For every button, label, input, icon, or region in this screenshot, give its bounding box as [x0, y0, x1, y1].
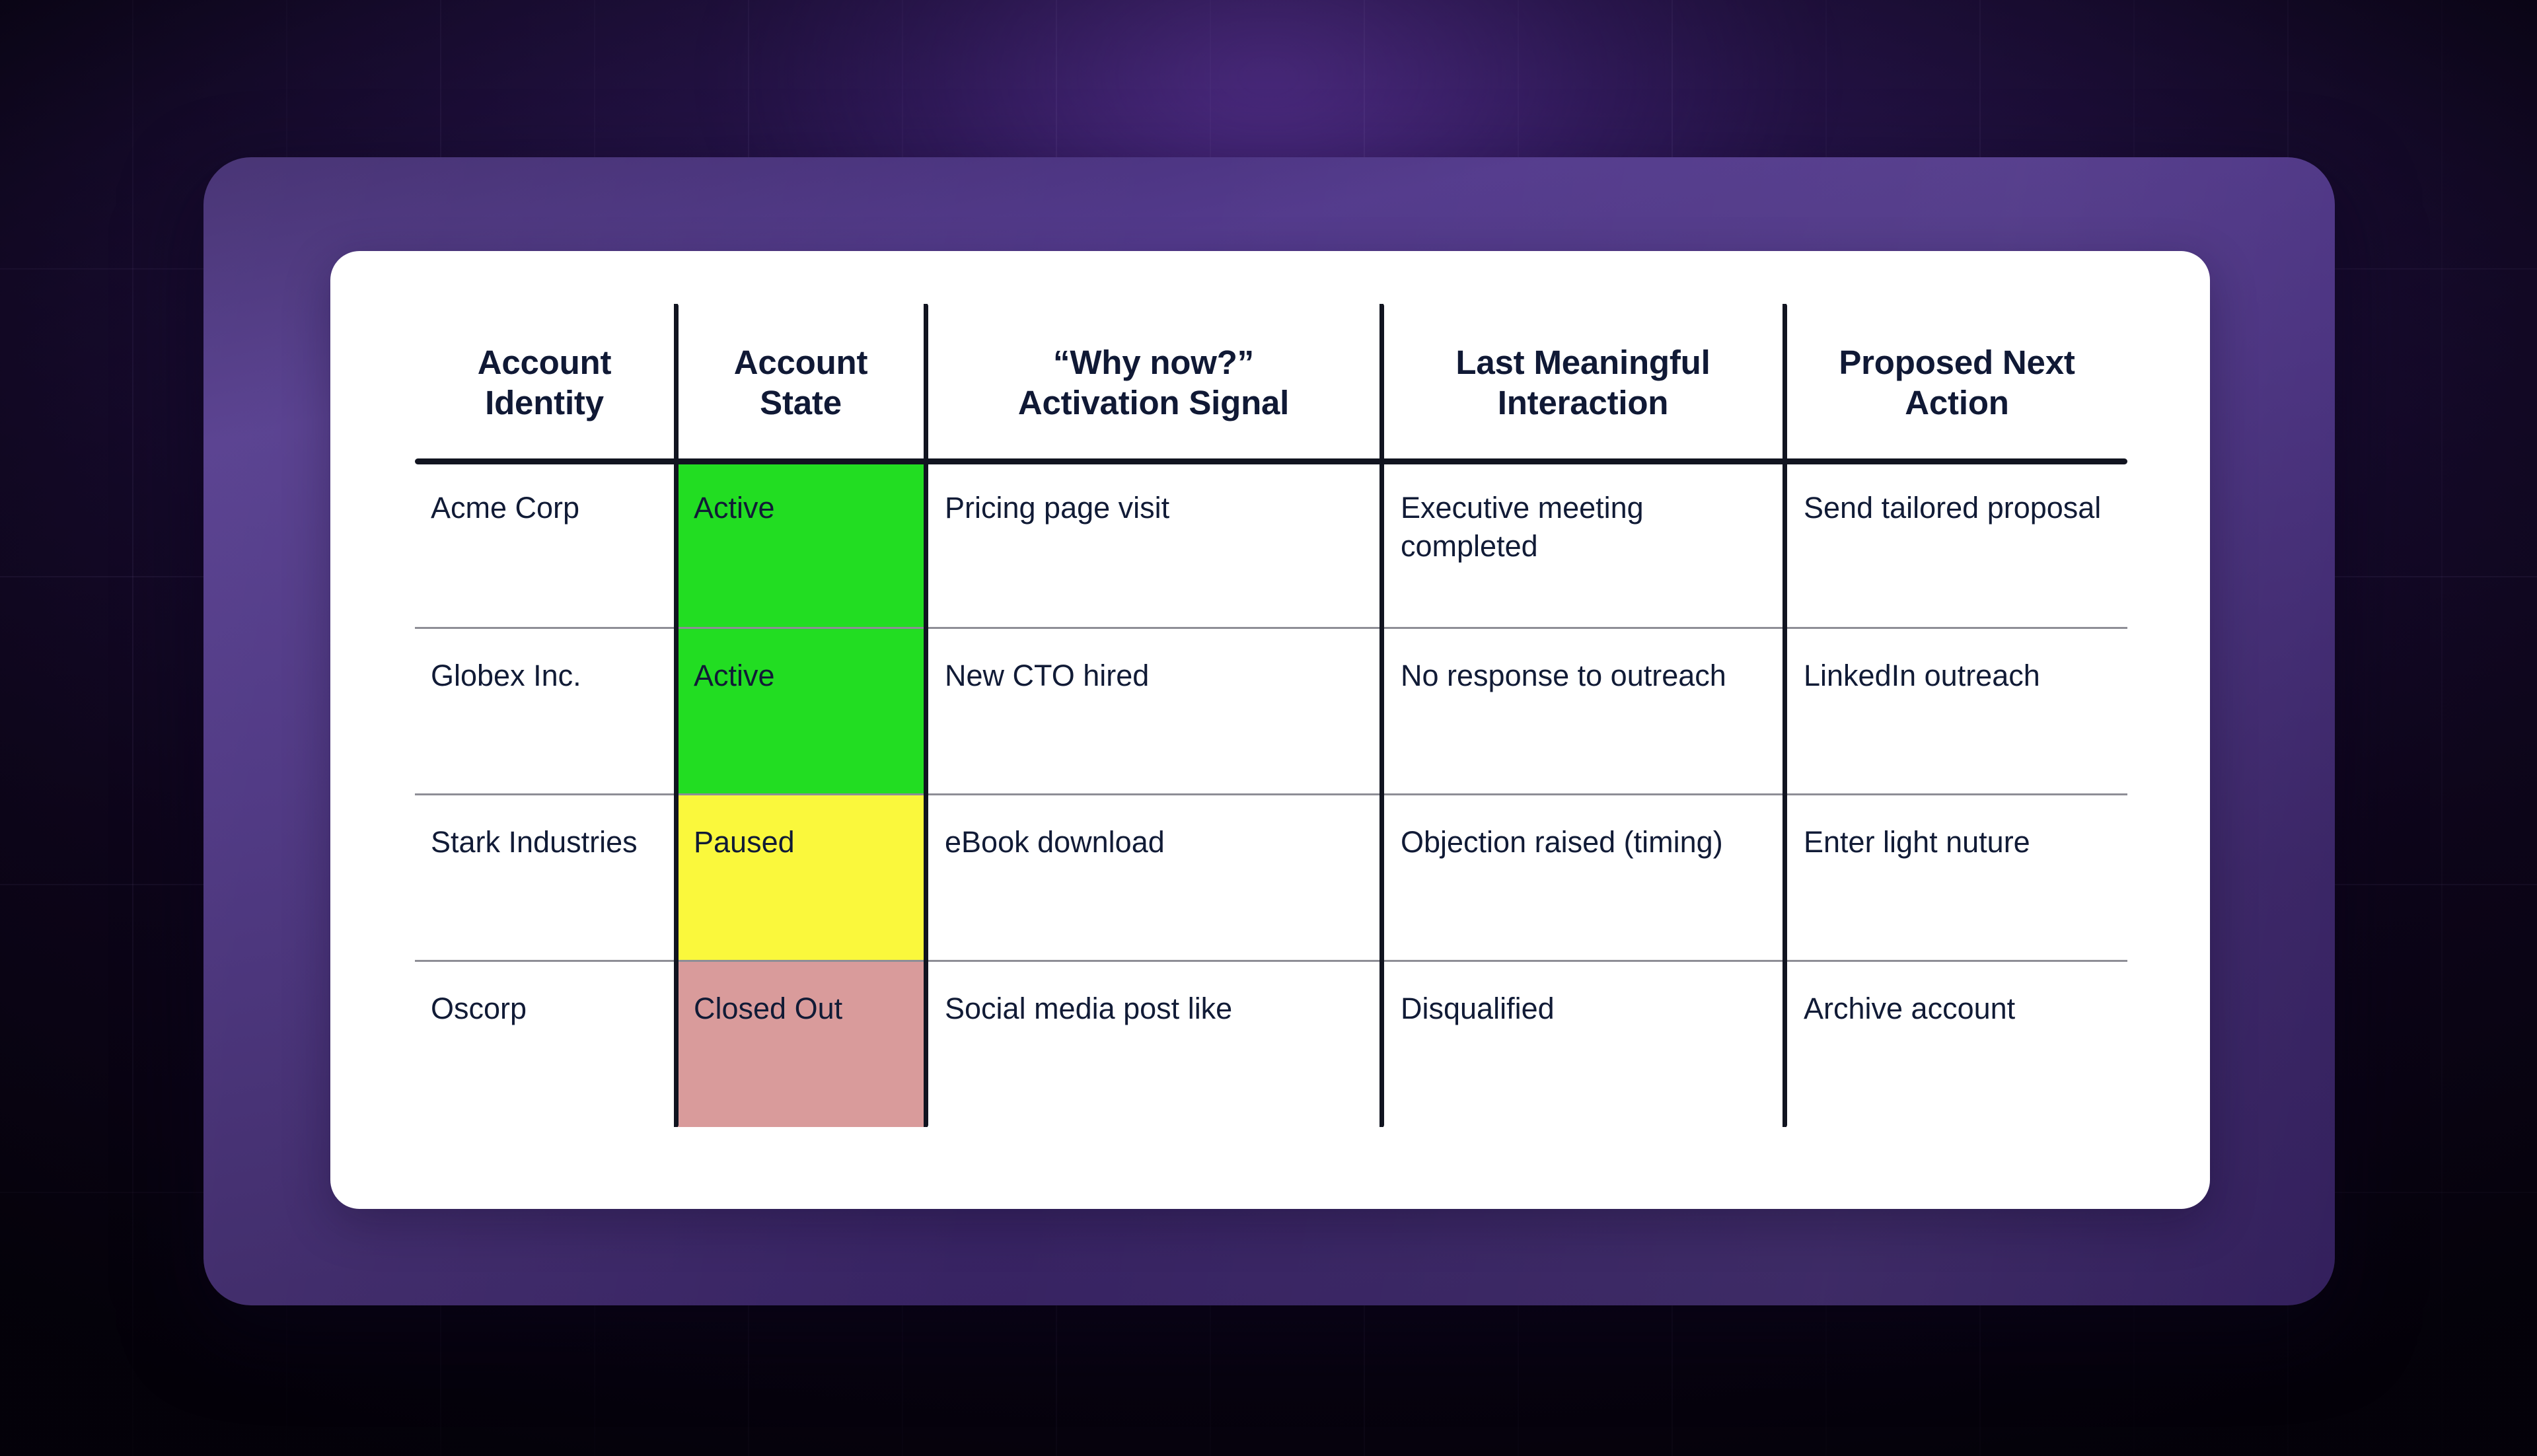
cell-last-interaction: No response to outreach [1379, 626, 1784, 794]
cell-account-identity: Acme Corp [431, 491, 580, 525]
cell-next-action: Enter light nuture [1783, 793, 2127, 961]
cell-activation-signal: New CTO hired [924, 626, 1381, 794]
accounts-table: Account Identity Account State “Why now?… [415, 304, 2127, 1127]
cell-activation-signal: Pricing page visit [924, 461, 1381, 628]
cell-activation-signal: eBook download [924, 793, 1381, 961]
state-color-fill [678, 628, 924, 793]
cell-last-interaction: Disqualified [1379, 959, 1784, 1127]
state-color-fill [678, 795, 924, 960]
state-color-fill [678, 961, 924, 1127]
header-line-2: Action [1905, 384, 2009, 421]
table-row: Stark Industries Paused eBook download O… [415, 793, 2127, 961]
cell-last-interaction: Objection raised (timing) [1379, 793, 1784, 961]
state-label: Active [694, 491, 775, 525]
cell-next-action: Archive account [1783, 959, 2127, 1127]
table-container: Account Identity Account State “Why now?… [415, 304, 2127, 1127]
column-header-activation-signal: “Why now?” Activation Signal [924, 304, 1381, 461]
table-card: Account Identity Account State “Why now?… [330, 251, 2210, 1209]
table-row: Acme Corp Active Pricing page visit Exec… [415, 461, 2127, 628]
header-line-2: Identity [485, 384, 604, 421]
table-row: Oscorp Closed Out Social media post like… [415, 959, 2127, 1127]
table-header: Account Identity Account State “Why now?… [415, 304, 2127, 461]
cell-account-state: Active [674, 626, 926, 794]
column-header-last-interaction: Last Meaningful Interaction [1379, 304, 1784, 461]
column-header-account-state: Account State [674, 304, 926, 461]
cell-account-identity: Globex Inc. [415, 626, 676, 794]
header-line-1: Account [477, 343, 612, 381]
column-header-account-identity: Account Identity [415, 304, 676, 461]
column-header-proposed-next-action: Proposed Next Action [1783, 304, 2127, 461]
state-label: Active [694, 658, 775, 692]
header-line-2: Activation Signal [1017, 384, 1290, 421]
table-row: Globex Inc. Active New CTO hired No resp… [415, 626, 2127, 794]
header-line-1: Account [733, 343, 868, 381]
column-divider [924, 304, 928, 1127]
header-line-1: Last Meaningful [1455, 343, 1710, 381]
cell-activation-signal: Social media post like [924, 959, 1381, 1127]
header-line-1: “Why now?” [1053, 343, 1254, 381]
state-label: Closed Out [694, 991, 843, 1025]
cell-account-state: Active [674, 461, 926, 628]
state-label: Paused [694, 824, 795, 859]
column-divider [674, 304, 679, 1127]
cell-account-state: Closed Out [674, 959, 926, 1127]
table-body: Acme Corp Active Pricing page visit Exec… [415, 461, 2127, 1127]
header-row: Account Identity Account State “Why now?… [415, 304, 2127, 461]
column-divider [1379, 304, 1384, 1127]
cell-next-action: Send tailored proposal [1783, 461, 2127, 628]
cell-account-state: Paused [674, 793, 926, 961]
cell-account-identity: Stark Industries [415, 793, 676, 961]
cell-next-action: LinkedIn outreach [1783, 626, 2127, 794]
column-divider [1783, 304, 1787, 1127]
header-line-2: Interaction [1497, 384, 1669, 421]
header-line-2: State [760, 384, 842, 421]
header-bottom-rule [415, 458, 2127, 464]
header-line-1: Proposed Next [1839, 343, 2075, 381]
cell-account-identity: Oscorp [415, 959, 676, 1127]
cell-last-interaction: Executive meeting completed [1379, 461, 1784, 628]
state-color-fill [678, 461, 924, 627]
